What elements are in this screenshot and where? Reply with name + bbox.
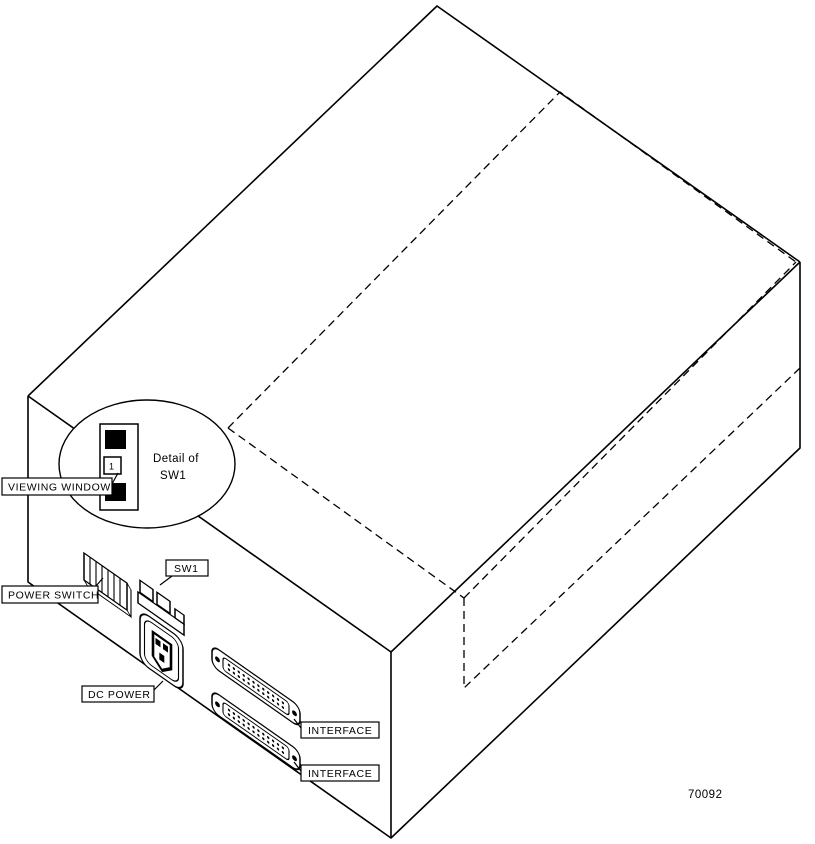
interface-top-label: INTERFACE — [308, 725, 372, 737]
power-switch-leader — [95, 577, 104, 587]
dc-power-leader — [153, 680, 164, 691]
cover-seam-side — [463, 367, 801, 690]
cover-seam-dashed-lines — [227, 91, 801, 690]
interface-top-label-box — [300, 721, 380, 739]
figure-number: 70092 — [688, 789, 722, 801]
interface-top-pin-row-1 — [227, 663, 285, 705]
cover-seam-top-front — [227, 427, 465, 599]
interface-connector-bottom — [211, 692, 301, 771]
sw1-leader — [159, 575, 173, 586]
interface-bottom-pin-row-2 — [227, 713, 285, 754]
callout-sw1: SW1 — [159, 559, 209, 586]
interface-top-pin-row-2 — [227, 668, 285, 709]
viewing-window-label: VIEWING WINDOW — [8, 482, 111, 494]
cover-seam-top-left — [227, 91, 797, 429]
interface-top-shell — [211, 647, 301, 726]
detail-bubble: 1 Detail of SW1 — [58, 399, 236, 529]
callout-power-switch: POWER SWITCH — [1, 577, 104, 604]
interface-bottom-insert — [222, 702, 290, 761]
detail-sw1-top-square — [105, 430, 126, 449]
sw1-label-box — [165, 559, 209, 577]
interface-bottom-label-box — [300, 764, 380, 782]
sw1-component — [137, 579, 185, 637]
dc-power-pin-left — [155, 637, 161, 648]
interface-top-screw-left — [215, 656, 220, 663]
interface-bottom-pin-row-1 — [227, 708, 285, 750]
dc-power-connector — [139, 613, 184, 689]
viewing-window-label-box — [1, 477, 113, 496]
sw1-base — [137, 590, 185, 637]
dc-power-label: DC POWER — [88, 689, 151, 701]
interface-connector-top — [211, 647, 301, 726]
sw1-button-left — [139, 579, 154, 603]
interface-bottom-leader — [293, 761, 302, 772]
callout-dc-power: DC POWER — [81, 680, 164, 703]
interface-bottom-screw-left — [215, 701, 220, 708]
interface-bottom-shell — [211, 692, 301, 771]
power-switch-component — [83, 551, 132, 619]
sw1-small-square — [174, 607, 185, 626]
callout-viewing-window: VIEWING WINDOW — [1, 472, 119, 496]
interface-bottom-screw-right — [292, 755, 297, 762]
interface-top-leader — [293, 718, 302, 729]
dc-power-pin-bottom — [159, 652, 165, 664]
dc-power-label-box — [81, 685, 155, 703]
interface-top-screw-right — [292, 710, 297, 717]
cover-seam-top-right — [463, 261, 797, 599]
power-switch-body — [83, 551, 128, 612]
detail-caption-line1: Detail of — [153, 453, 199, 465]
power-switch-label-box — [1, 585, 99, 604]
interface-top-insert — [222, 657, 290, 716]
detail-viewing-window-square — [103, 456, 122, 475]
chassis-top-rear-edges — [27, 5, 801, 397]
dc-power-inner-bezel — [143, 620, 180, 682]
sw1-label: SW1 — [174, 563, 199, 575]
interface-bottom-label: INTERFACE — [308, 768, 372, 780]
viewing-window-leader — [111, 472, 119, 485]
dc-power-pin-right — [163, 643, 168, 653]
callout-interface-top: INTERFACE — [293, 718, 380, 739]
detail-caption-line2: SW1 — [160, 470, 186, 482]
callout-interface-bottom: INTERFACE — [293, 761, 380, 782]
chassis-bottom-silhouette — [27, 262, 801, 839]
detail-ellipse — [58, 399, 236, 529]
detail-window-digit: 1 — [109, 462, 114, 472]
power-switch-label: POWER SWITCH — [8, 590, 99, 602]
sw1-button-right — [156, 591, 171, 615]
